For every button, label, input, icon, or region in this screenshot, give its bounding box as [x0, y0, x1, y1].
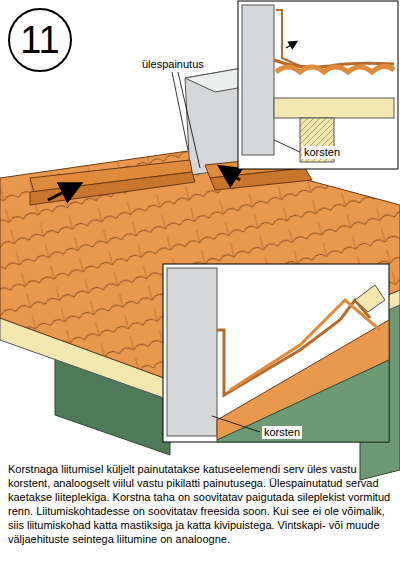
- caption-text: Korstnaga liitumisel küljelt painutataks…: [8, 462, 394, 546]
- part-label: korsten: [262, 426, 302, 439]
- callout-circle: 11: [8, 8, 72, 72]
- part-label: ülespainutus: [140, 58, 206, 71]
- part-label: korsten: [302, 146, 342, 159]
- callout-number: 11: [20, 21, 59, 59]
